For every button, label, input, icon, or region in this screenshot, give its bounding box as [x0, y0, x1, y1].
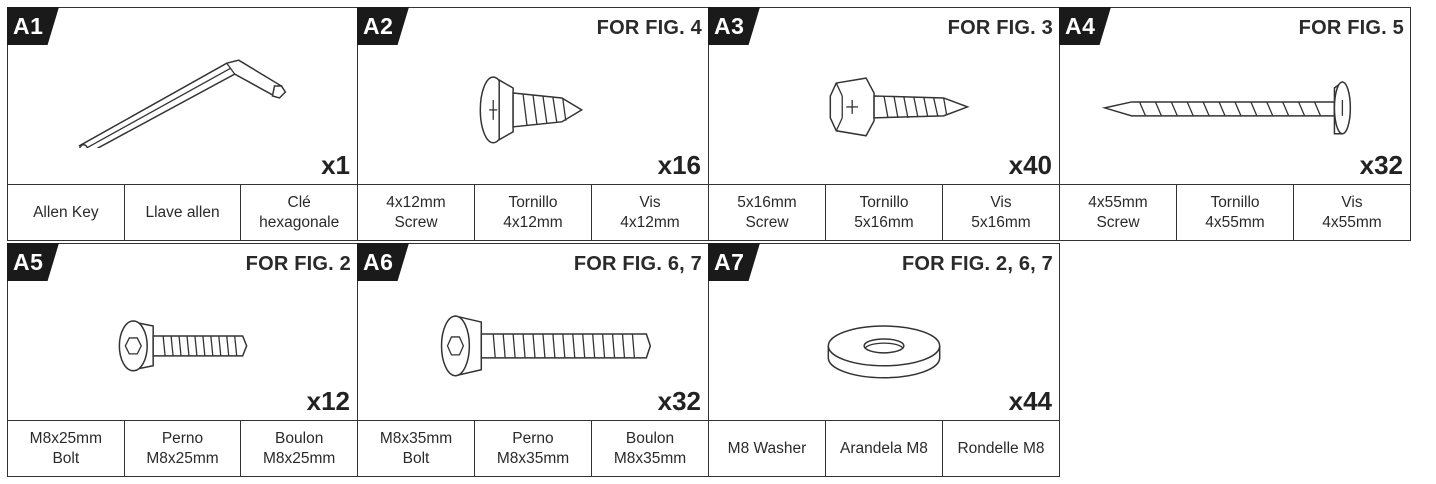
part-panel: A7 FOR FIG. 2, 6, 7 x44 [708, 243, 1060, 421]
label-row: 5x16mm Screw Tornillo 5x16mm Vis 5x16mm [708, 185, 1060, 241]
part-id: A4 [1065, 13, 1096, 39]
part-a3: A3 FOR FIG. 3 x40 5x16mm Screw Tornillo … [708, 7, 1060, 241]
for-fig-label: FOR FIG. 5 [1298, 17, 1404, 39]
part-panel: A3 FOR FIG. 3 x40 [708, 7, 1060, 185]
part-a1: A1 x1 Allen Key Llave allen Clé hexagona… [7, 7, 358, 241]
label-es: Arandela M8 [826, 421, 943, 476]
label-fr: Vis 5x16mm [971, 193, 1031, 231]
quantity: x40 [1008, 150, 1052, 180]
quantity: x16 [657, 150, 701, 180]
label-row: Allen Key Llave allen Clé hexagonale [7, 185, 358, 241]
bolt-m8x35-icon [440, 315, 652, 377]
hex-screw-5x16-icon [829, 77, 970, 137]
part-id: A7 [714, 249, 745, 275]
label-es: Perno M8x35mm [475, 421, 592, 476]
allen-key-icon [78, 59, 287, 148]
label-row: M8 Washer Arandela M8 Rondelle M8 [708, 421, 1060, 477]
part-panel: A4 FOR FIG. 5 x32 [1059, 7, 1411, 185]
label-en: Allen Key [8, 185, 125, 240]
quantity: x12 [306, 386, 350, 416]
label-es: Tornillo 5x16mm [826, 185, 943, 240]
label-es: Perno M8x25mm [125, 421, 242, 476]
part-a6: A6 FOR FIG. 6, 7 x32 M8x35mm Bolt P [357, 243, 709, 477]
part-id: A3 [714, 13, 745, 39]
part-panel: A2 FOR FIG. 4 x16 [357, 7, 709, 185]
quantity: x32 [657, 386, 701, 416]
part-id-tag: A3 [708, 7, 760, 45]
washer-m8-icon [827, 325, 941, 379]
label-es: Tornillo 4x55mm [1177, 185, 1294, 240]
part-panel: A6 FOR FIG. 6, 7 x32 [357, 243, 709, 421]
bolt-m8x25-icon [118, 320, 248, 372]
label-row: M8x35mm Bolt Perno M8x35mm Boulon M8x35m… [357, 421, 709, 477]
quantity: x1 [321, 150, 350, 180]
label-fr: Boulon M8x25mm [263, 429, 336, 467]
part-id-tag: A4 [1059, 7, 1111, 45]
label-en: 4x55mm Screw [1060, 185, 1177, 240]
for-fig-label: FOR FIG. 3 [947, 17, 1053, 39]
part-panel: A1 x1 [7, 7, 358, 185]
part-id: A5 [13, 249, 44, 275]
part-panel: A5 FOR FIG. 2 x12 [7, 243, 358, 421]
label-fr: Rondelle M8 [957, 439, 1045, 457]
for-fig-label: FOR FIG. 4 [596, 17, 702, 39]
part-a4: A4 FOR FIG. 5 x32 4x55mm Screw Tornillo … [1059, 7, 1411, 241]
label-row: M8x25mm Bolt Perno M8x25mm Boulon M8x25m… [7, 421, 358, 477]
wood-screw-4x12-icon [479, 76, 584, 144]
for-fig-label: FOR FIG. 2, 6, 7 [901, 253, 1053, 275]
label-en: 5x16mm Screw [709, 185, 826, 240]
label-fr: Clé hexagonale [259, 193, 340, 231]
part-a2: A2 FOR FIG. 4 x16 4x12mm Screw Tornillo … [357, 7, 709, 241]
part-id-tag: A7 [708, 243, 760, 281]
label-row: 4x55mm Screw Tornillo 4x55mm Vis 4x55mm [1059, 185, 1411, 241]
label-fr: Vis 4x12mm [620, 193, 680, 231]
quantity: x32 [1359, 150, 1403, 180]
part-id-tag: A6 [357, 243, 409, 281]
part-id: A2 [363, 13, 394, 39]
quantity: x44 [1008, 386, 1052, 416]
for-fig-label: FOR FIG. 2 [245, 253, 351, 275]
label-en: M8x35mm Bolt [358, 421, 475, 476]
label-es: Tornillo 4x12mm [475, 185, 592, 240]
label-row: 4x12mm Screw Tornillo 4x12mm Vis 4x12mm [357, 185, 709, 241]
label-es: Llave allen [125, 185, 242, 240]
label-en: M8 Washer [709, 421, 826, 476]
part-a7: A7 FOR FIG. 2, 6, 7 x44 M8 Washer Arande… [708, 243, 1060, 477]
for-fig-label: FOR FIG. 6, 7 [573, 253, 702, 275]
part-id-tag: A5 [7, 243, 59, 281]
part-a5: A5 FOR FIG. 2 x12 M8x25mm Bolt Perno M8x… [7, 243, 358, 477]
part-id: A1 [13, 13, 44, 39]
label-en: M8x25mm Bolt [8, 421, 125, 476]
label-fr: Vis 4x55mm [1322, 193, 1382, 231]
part-id-tag: A1 [7, 7, 59, 45]
label-fr: Boulon M8x35mm [613, 429, 687, 467]
label-en: 4x12mm Screw [358, 185, 475, 240]
long-screw-4x55-icon [1101, 80, 1352, 135]
part-id: A6 [363, 249, 394, 275]
